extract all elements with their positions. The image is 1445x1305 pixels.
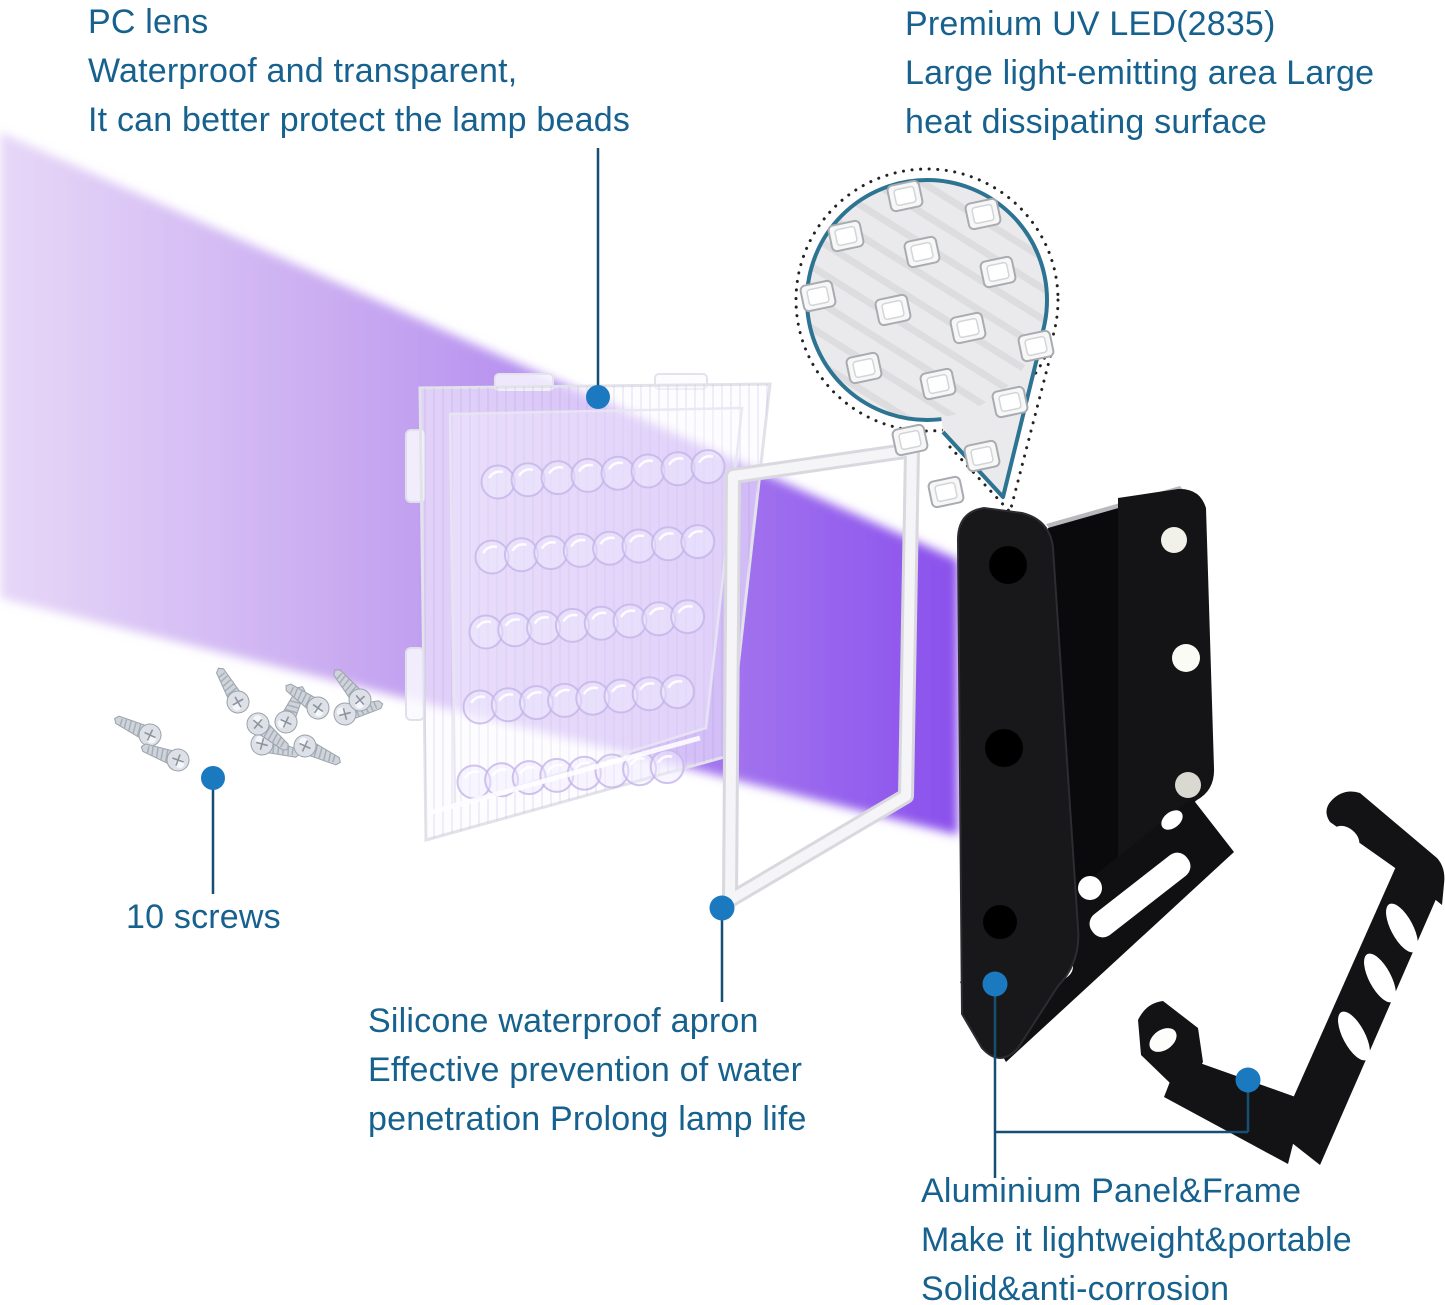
- mounting-bracket: [1138, 791, 1445, 1165]
- leader-lines: [211, 148, 1250, 1178]
- dotted-ring: [794, 167, 1060, 433]
- led-chip: [991, 385, 1029, 419]
- annotation-line: Waterproof and transparent,: [88, 52, 518, 90]
- pc-lens-annotation: PC lens Waterproof and transparent, It c…: [88, 0, 630, 145]
- uv-led-chips: [799, 179, 1055, 509]
- silicone-apron-annotation: Silicone waterproof apron Effective prev…: [368, 996, 807, 1143]
- front-hole: [989, 546, 1027, 584]
- annotation-line: Make it lightweight&portable: [921, 1221, 1352, 1259]
- led-chip: [799, 279, 837, 313]
- aluminium-housing: [956, 486, 1234, 1062]
- led-chip: [891, 423, 929, 457]
- annotation-line: penetration Prolong lamp life: [368, 1100, 807, 1138]
- premium-led-annotation: Premium UV LED(2835) Large light-emittin…: [905, 0, 1374, 147]
- leader-dots: [201, 385, 1261, 1093]
- led-chip: [874, 293, 912, 327]
- bracket-ear-hole: [1149, 1028, 1177, 1052]
- annotation-line: Effective prevention of water: [368, 1051, 803, 1089]
- led-chip: [919, 367, 957, 401]
- bracket-slot: [1386, 903, 1418, 953]
- lens-side-lug: [405, 647, 425, 721]
- annotation-line: 10 screws: [126, 898, 281, 936]
- leader-dot-apron: [709, 895, 735, 921]
- bracket-right-rail: [1278, 862, 1440, 1165]
- led-chip: [964, 197, 1002, 231]
- led-magnifier-bubble: [794, 167, 1060, 516]
- front-hole: [983, 905, 1017, 939]
- aluminium-frame-annotation: Aluminium Panel&Frame Make it lightweigh…: [921, 1168, 1352, 1305]
- screws-annotation: 10 screws: [126, 893, 281, 942]
- front-hole: [985, 729, 1023, 767]
- flange-hole: [1161, 810, 1183, 830]
- silicone-apron-gasket: [722, 442, 920, 908]
- led-chip: [845, 351, 883, 385]
- screw: [109, 707, 166, 751]
- led-lens-bump-grid: [456, 449, 726, 800]
- led-chip: [927, 475, 965, 509]
- mount-hole: [1175, 772, 1201, 798]
- bracket-slot: [1364, 953, 1396, 1003]
- annotation-line: Premium UV LED(2835): [905, 5, 1276, 43]
- led-chip: [979, 255, 1017, 289]
- flange-hole: [1078, 876, 1102, 900]
- annotation-line: It can better protect the lamp beads: [88, 101, 631, 139]
- led-chip: [903, 235, 941, 269]
- leader-dot-pc-lens: [586, 385, 610, 409]
- annotation-line: Aluminium Panel&Frame: [921, 1172, 1302, 1210]
- leader-dot-screws: [201, 766, 225, 790]
- led-chip: [1017, 329, 1055, 363]
- housing-back-panel: [1118, 488, 1215, 865]
- bracket-slot: [1338, 1011, 1370, 1061]
- led-chip: [886, 179, 924, 213]
- bracket-ear-far: [1326, 791, 1445, 905]
- leader-dot-housing: [982, 971, 1008, 997]
- mount-hole: [1161, 527, 1187, 553]
- bracket-front-bar: [1164, 1056, 1304, 1164]
- flange-slot: [1089, 852, 1191, 938]
- leader-dot-bracket: [1235, 1067, 1261, 1093]
- led-chip: [827, 219, 865, 253]
- annotation-line: PC lens: [88, 3, 209, 41]
- screw: [289, 730, 346, 774]
- screws-cluster: [109, 661, 387, 775]
- annotation-line: heat dissipating surface: [905, 103, 1268, 141]
- annotation-line: Solid&anti-corrosion: [921, 1270, 1230, 1305]
- annotation-line: Silicone waterproof apron: [368, 1002, 759, 1040]
- led-chip: [963, 439, 1001, 473]
- pc-lens-panel: [405, 373, 772, 842]
- annotation-line: Large light-emitting area Large: [905, 54, 1375, 92]
- screw: [208, 661, 254, 718]
- bubble-tail: [941, 341, 1043, 499]
- led-chip: [949, 311, 987, 345]
- bracket-ear-hole: [1332, 825, 1360, 851]
- mount-hole: [1172, 644, 1200, 672]
